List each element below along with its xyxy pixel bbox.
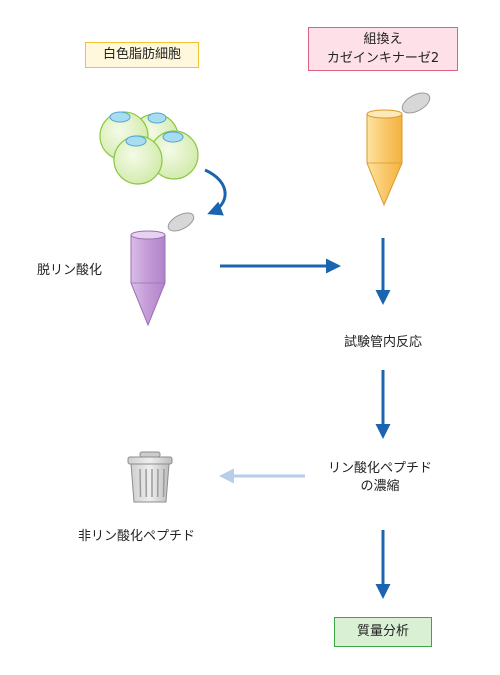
enrichment-label-line1: リン酸化ペプチド bbox=[327, 461, 432, 476]
trash-can-icon bbox=[127, 451, 173, 503]
mass-spec-label-box: 質量分析 bbox=[334, 617, 432, 647]
dephosphorylation-label: 脱リン酸化 bbox=[37, 263, 103, 278]
kinase-label-box: 組換え カゼインキナーゼ2 bbox=[308, 27, 458, 71]
in-vitro-reaction-label: 試験管内反応 bbox=[343, 335, 422, 350]
kinase-label-line1: 組換え bbox=[363, 32, 403, 47]
curved-arrow bbox=[204, 168, 227, 216]
adipocyte-cells-icon bbox=[99, 111, 199, 185]
purple-tube-icon bbox=[130, 212, 195, 327]
kinase-label-line2: カゼインキナーゼ2 bbox=[326, 51, 440, 66]
orange-tube-icon bbox=[366, 92, 431, 207]
mass-spec-label: 質量分析 bbox=[356, 624, 409, 639]
adipocyte-label-box: 白色脂肪細胞 bbox=[85, 42, 199, 68]
adipocyte-label: 白色脂肪細胞 bbox=[102, 47, 181, 62]
enrichment-label-line2: の濃縮 bbox=[360, 479, 400, 494]
enrichment-label: リン酸化ペプチド の濃縮 bbox=[300, 460, 460, 496]
non-phospho-peptide-label: 非リン酸化ペプチド bbox=[78, 529, 196, 544]
